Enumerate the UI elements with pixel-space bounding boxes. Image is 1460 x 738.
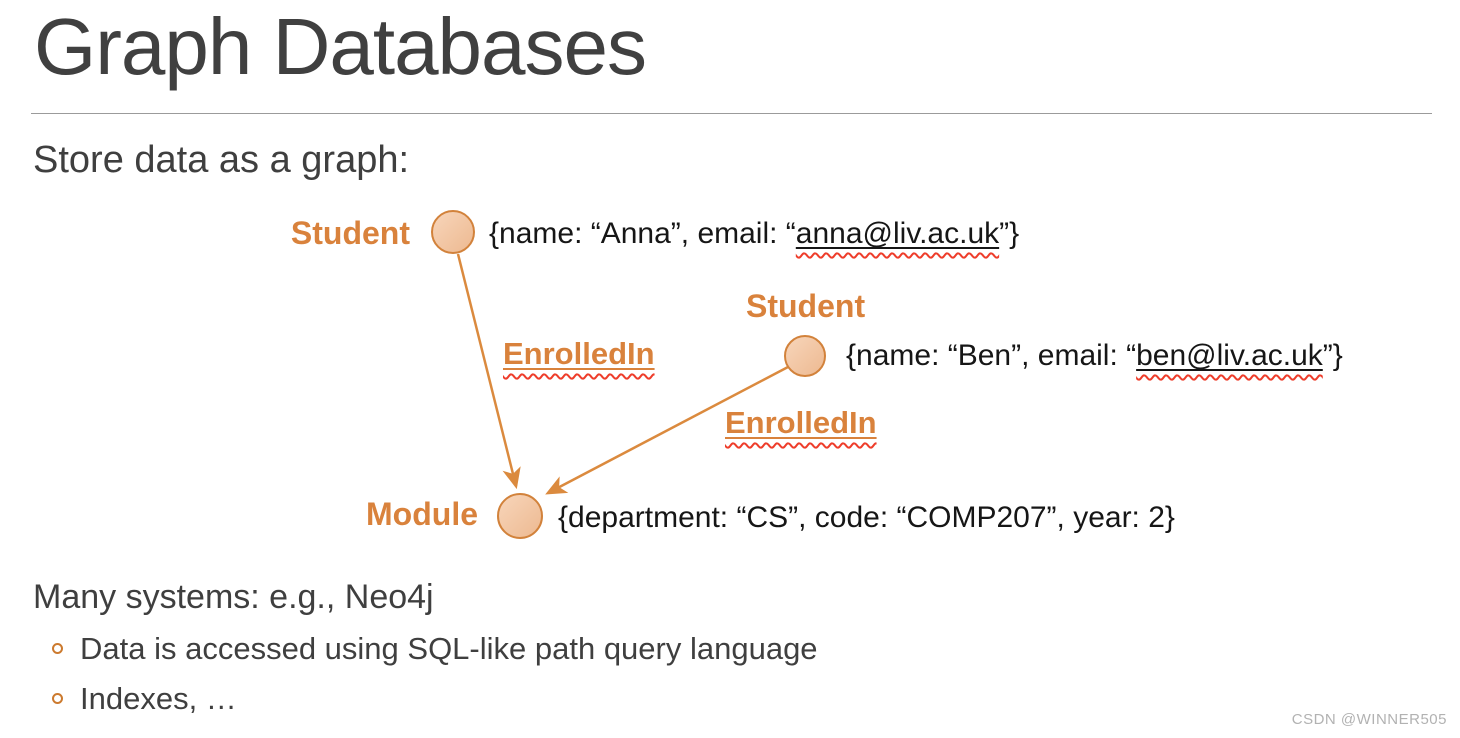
node-label-module: Module	[366, 496, 478, 532]
node-circle-ben	[784, 335, 826, 377]
node-props-anna: {name: “Anna”, email: “anna@liv.ac.uk”}	[489, 215, 1019, 253]
props-prefix: {name: “Anna”, email: “	[489, 217, 796, 250]
watermark: CSDN @WINNER505	[1291, 711, 1447, 728]
bullet-item: Data is accessed using SQL-like path que…	[52, 630, 818, 667]
props-suffix: ”}	[1322, 339, 1343, 372]
node-label-student-ben: Student	[746, 288, 866, 324]
edge-label-text: EnrolledIn	[725, 405, 877, 440]
props-suffix: ”}	[999, 217, 1020, 250]
bullet-text: Indexes, …	[80, 681, 237, 716]
email-link-ben: ben@liv.ac.uk	[1136, 339, 1323, 372]
node-circle-anna	[431, 210, 475, 254]
spellcheck-squiggle: EnrolledIn	[503, 336, 655, 371]
systems-heading: Many systems: e.g., Neo4j	[33, 578, 434, 616]
props-prefix: {name: “Ben”, email: “	[846, 339, 1137, 372]
node-circle-module	[497, 493, 543, 539]
bullet-item: Indexes, …	[52, 680, 237, 717]
node-label-student-anna: Student	[290, 215, 410, 251]
bullet-circle-icon	[52, 693, 63, 705]
spellcheck-squiggle: ben@liv.ac.uk	[1136, 339, 1323, 372]
spellcheck-squiggle: anna@liv.ac.uk	[796, 217, 999, 250]
edge-label-text: EnrolledIn	[503, 336, 655, 371]
node-props-module: {department: “CS”, code: “COMP207”, year…	[558, 501, 1175, 534]
email-link-anna: anna@liv.ac.uk	[795, 217, 1000, 250]
edge-label-enrolledin-anna: EnrolledIn	[503, 336, 655, 372]
title-divider	[31, 113, 1432, 114]
bullet-circle-icon	[52, 643, 63, 655]
bullet-text: Data is accessed using SQL-like path que…	[80, 631, 818, 666]
subtitle: Store data as a graph:	[33, 139, 410, 181]
node-props-ben: {name: “Ben”, email: “ben@liv.ac.uk”}	[846, 337, 1343, 375]
page-title: Graph Databases	[34, 2, 647, 91]
spellcheck-squiggle: EnrolledIn	[725, 405, 877, 440]
edge-label-enrolledin-ben: EnrolledIn	[725, 405, 877, 441]
